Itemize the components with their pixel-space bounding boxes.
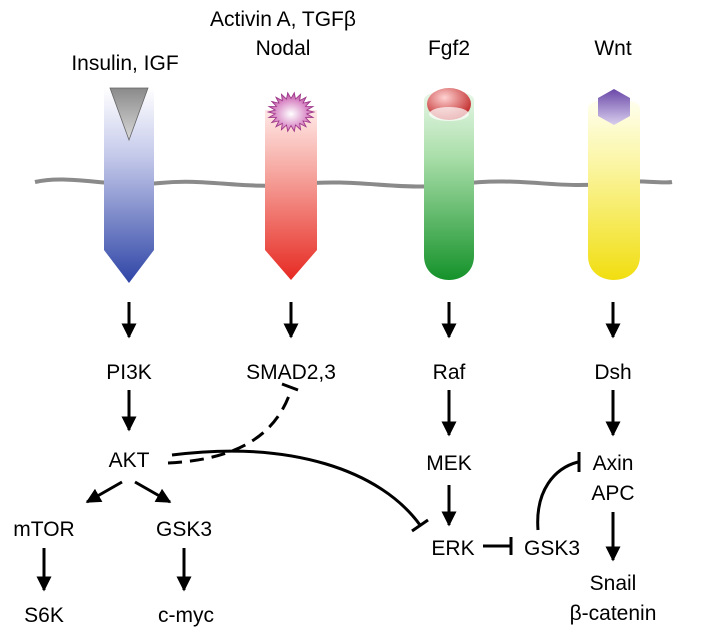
node-pi3k: PI3K	[106, 361, 152, 384]
node-mtor: mTOR	[13, 518, 74, 541]
node-gsk3-left: GSK3	[156, 518, 212, 541]
node-dsh: Dsh	[594, 361, 631, 384]
insulin-ligand-triangle	[109, 87, 149, 142]
ligand-label-fgf2: Fgf2	[428, 37, 470, 60]
inhibition-bar-erk	[411, 518, 429, 533]
node-apc: APC	[591, 482, 634, 505]
activin-ligand-star	[266, 91, 316, 133]
node-smad: SMAD2,3	[246, 361, 336, 384]
arrow-akt-gsk3	[134, 480, 172, 504]
inhibition-bar-smad	[281, 382, 299, 392]
wnt-ligand-hexagon	[598, 89, 630, 125]
node-snail: Snail	[590, 572, 637, 595]
insulin-receptor	[104, 87, 154, 283]
node-erk: ERK	[431, 537, 474, 560]
node-raf: Raf	[433, 361, 466, 384]
node-mek: MEK	[426, 452, 472, 475]
node-gsk3-right: GSK3	[524, 537, 580, 560]
node-akt: AKT	[109, 449, 150, 472]
node-beta-catenin: β-catenin	[570, 602, 657, 625]
wnt-receptor	[588, 89, 640, 280]
inhibition-akt-erk	[171, 449, 422, 526]
ligand-label-activin: Activin A, TGFβ	[210, 8, 356, 31]
inhibition-gsk3-axin	[536, 460, 579, 531]
node-s6k: S6K	[24, 604, 64, 627]
ligand-label-insulin: Insulin, IGF	[71, 52, 178, 75]
node-axin: Axin	[593, 452, 634, 475]
inhibition-akt-smad	[167, 389, 293, 465]
ligand-label-nodal: Nodal	[256, 37, 311, 60]
fgf-receptor	[424, 88, 474, 280]
arrow-akt-mtor	[85, 480, 123, 504]
node-cmyc: c-myc	[158, 604, 214, 627]
activin-receptor	[265, 91, 317, 280]
ligand-label-wnt: Wnt	[594, 37, 632, 60]
